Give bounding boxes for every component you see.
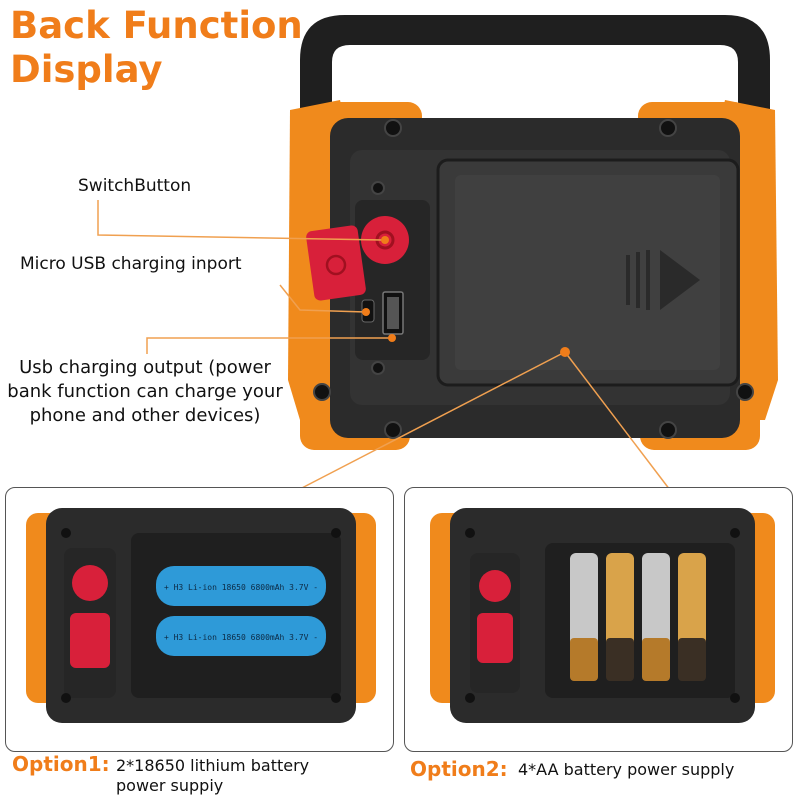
- battery-18650-bottom: + H3 Li-ion 18650 6800mAh 3.7V -: [156, 616, 326, 656]
- switch-button-callout: SwitchButton: [78, 176, 192, 196]
- work-light-back-photo: [97, 15, 778, 491]
- option1-panel: + H3 Li-ion 18650 6800mAh 3.7V - + H3 Li…: [5, 487, 394, 752]
- option1-text: 2*18650 lithium battery power suppiy: [116, 756, 310, 795]
- battery-18650-top: + H3 Li-ion 18650 6800mAh 3.7V -: [156, 566, 326, 606]
- screws: [313, 119, 754, 439]
- carry-handle: [300, 15, 770, 140]
- svg-text:+ H3 Li-ion 18650 6800mAh 3.7V: + H3 Li-ion 18650 6800mAh 3.7V -: [164, 583, 318, 592]
- page-title: Back Function Display: [10, 4, 303, 91]
- option2-panel: [404, 487, 793, 752]
- option1-label: Option1:: [12, 752, 110, 776]
- svg-text:+ H3 Li-ion 18650 6800mAh 3.7V: + H3 Li-ion 18650 6800mAh 3.7V -: [164, 633, 318, 642]
- aa-battery-photo: [430, 508, 775, 723]
- lithium-battery-photo: + H3 Li-ion 18650 6800mAh 3.7V - + H3 Li…: [26, 508, 376, 723]
- battery-cover-panel: [455, 175, 720, 370]
- usb-rubber-flap: [306, 225, 366, 301]
- cover-arrow: [660, 250, 700, 310]
- option2-text: 4*AA battery power supply: [518, 760, 735, 779]
- micro-usb-callout: Micro USB charging inport: [20, 254, 242, 274]
- option2-label: Option2:: [410, 757, 508, 781]
- cover-grip: [626, 250, 650, 310]
- aa-batteries: [570, 553, 706, 681]
- usb-output-callout: Usb charging output (power bank function…: [7, 357, 283, 426]
- callout-leader-lines: [97, 200, 671, 491]
- callout-dots: [362, 236, 570, 357]
